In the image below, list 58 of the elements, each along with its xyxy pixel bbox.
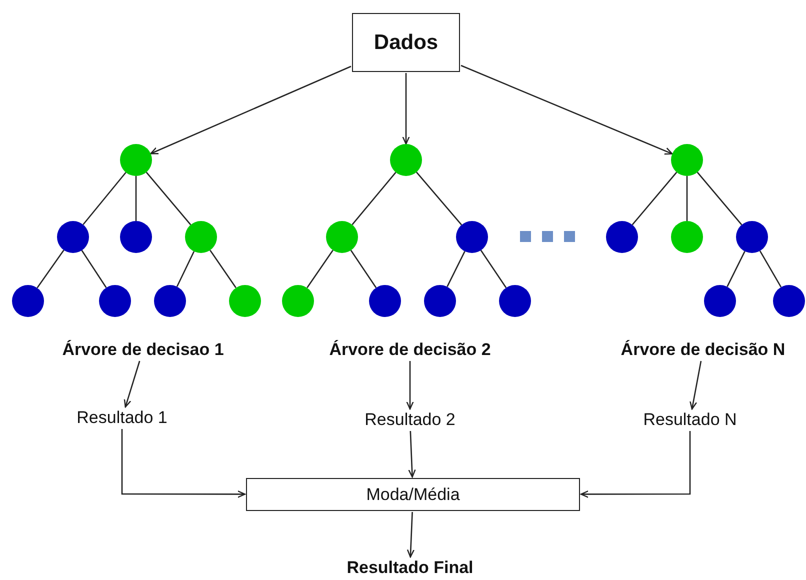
branch-line <box>759 250 782 288</box>
branch-line <box>135 176 137 221</box>
tree-node <box>185 221 217 253</box>
branch-line <box>176 251 195 287</box>
branch-line <box>446 251 466 287</box>
tree-node <box>424 285 456 317</box>
branch-line <box>306 250 334 288</box>
branch-line <box>726 251 746 287</box>
tree-node <box>671 221 703 253</box>
tree-node <box>229 285 261 317</box>
arrow <box>402 73 410 145</box>
result-text: Resultado 2 <box>364 410 456 430</box>
tree-node <box>57 221 89 253</box>
tree-caption: Árvore de decisão N <box>620 340 786 360</box>
arrow <box>406 361 414 410</box>
arrow <box>580 431 691 498</box>
tree-caption: Árvore de decisao 1 <box>62 340 224 360</box>
branch-line <box>352 172 396 226</box>
branch-line <box>686 176 688 221</box>
arrow <box>460 64 673 155</box>
tree-node <box>99 285 131 317</box>
tree-node <box>671 144 703 176</box>
arrow <box>690 360 702 410</box>
tree-node <box>120 221 152 253</box>
tree-node <box>704 285 736 317</box>
arrow <box>121 429 246 498</box>
tree-node <box>390 144 422 176</box>
tree-node <box>12 285 44 317</box>
branch-line <box>480 250 507 288</box>
tree-caption: Árvore de decisão 2 <box>329 340 491 360</box>
branch-line <box>416 172 462 226</box>
tree-node <box>326 221 358 253</box>
branch-line <box>82 172 126 226</box>
data-box: Dados <box>352 13 460 72</box>
final-result-text: Resultado Final <box>346 558 474 578</box>
tree-node <box>773 285 805 317</box>
aggregation-box: Moda/Média <box>246 478 580 511</box>
tree-node <box>282 285 314 317</box>
tree-node <box>120 144 152 176</box>
branch-line <box>210 250 236 288</box>
tree-node <box>736 221 768 253</box>
branch-line <box>350 250 377 288</box>
arrow <box>406 512 414 558</box>
result-text: Resultado N <box>643 410 737 430</box>
branch-line <box>81 250 107 288</box>
branch-line <box>632 172 678 226</box>
branch-line <box>696 172 742 226</box>
tree-node <box>456 221 488 253</box>
tree-node <box>606 221 638 253</box>
tree-node <box>154 285 186 317</box>
branch-line <box>146 172 192 226</box>
arrow <box>408 430 416 478</box>
tree-node <box>499 285 531 317</box>
tree-node <box>369 285 401 317</box>
arrow <box>150 66 352 154</box>
result-text: Resultado 1 <box>76 408 168 428</box>
branch-line <box>36 250 64 288</box>
arrow <box>124 360 140 408</box>
